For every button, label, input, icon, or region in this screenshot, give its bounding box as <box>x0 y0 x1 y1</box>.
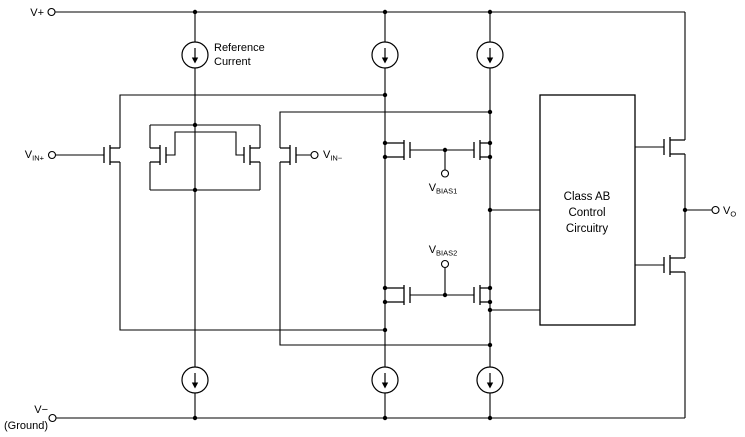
class-ab-label-line3: Circuitry <box>566 223 608 235</box>
current-source-top-middle <box>371 41 399 69</box>
vin-plus-terminal <box>47 150 57 160</box>
ground-label: (Ground) <box>4 420 48 432</box>
class-ab-label-line2: Control <box>568 207 605 219</box>
current-source-bottom-right <box>476 366 504 394</box>
vin-plus-label: VIN+ <box>25 149 45 163</box>
mosfet-cascode-top-right <box>473 140 490 160</box>
mosfet-cascode-bottom-left <box>385 285 411 305</box>
vminus-label: V− <box>34 404 48 416</box>
mosfet-input-m4 <box>280 145 297 165</box>
vbias1-terminal <box>440 169 450 178</box>
mosfet-input-m2 <box>150 145 167 165</box>
mosfet-input-m1 <box>103 145 120 165</box>
reference-current-label-line1: Reference <box>214 42 265 54</box>
junction-dot <box>487 207 493 213</box>
mosfet-input-m3 <box>243 145 260 165</box>
junction-dot <box>382 415 388 421</box>
vbias2-label: VBIAS2 <box>429 244 458 258</box>
junction-dot <box>382 140 388 146</box>
junction-dot <box>382 299 388 305</box>
junction-dot <box>382 154 388 160</box>
junction-dot <box>487 285 493 291</box>
junction-dot <box>382 285 388 291</box>
mosfet-output-top <box>663 137 685 157</box>
junction-dot <box>442 147 448 153</box>
class-ab-block: Class AB Control Circuitry <box>539 94 636 326</box>
reference-current-source <box>181 41 209 69</box>
vin-minus-terminal <box>310 150 319 160</box>
junction-dot <box>442 292 448 298</box>
junction-dot <box>487 9 493 15</box>
reference-current-label-line2: Current <box>214 56 251 68</box>
current-source-top-right <box>476 41 504 69</box>
mosfet-output-bottom <box>663 255 685 275</box>
vminus-terminal <box>48 413 57 423</box>
vin-minus-label: VIN− <box>323 149 343 163</box>
junction-dot <box>382 9 388 15</box>
mosfet-cascode-top-left <box>385 140 411 160</box>
junction-dot <box>192 187 198 193</box>
junction-dot <box>192 122 198 128</box>
junction-dot <box>682 207 688 213</box>
vout-label: VO <box>723 205 736 219</box>
vout-terminal <box>711 205 720 215</box>
junction-dot <box>382 92 388 98</box>
wire-segments <box>55 11 712 419</box>
junction-dot <box>382 327 388 333</box>
junction-dot <box>192 9 198 15</box>
junction-dots <box>192 9 688 421</box>
junction-dot <box>487 140 493 146</box>
vplus-label: V+ <box>30 7 44 19</box>
vplus-terminal <box>47 7 56 17</box>
current-source-bottom-left <box>181 366 209 394</box>
vbias2-terminal <box>440 259 450 269</box>
mosfet-cascode-bottom-right <box>473 285 490 305</box>
current-source-bottom-middle <box>371 366 399 394</box>
junction-dot <box>487 299 493 305</box>
junction-dot <box>487 109 493 115</box>
junction-dot <box>487 415 493 421</box>
junction-dot <box>192 415 198 421</box>
junction-dot <box>487 342 493 348</box>
class-ab-label-line1: Class AB <box>564 191 611 203</box>
vbias1-label: VBIAS1 <box>429 182 458 196</box>
junction-dot <box>487 307 493 313</box>
junction-dot <box>487 154 493 160</box>
